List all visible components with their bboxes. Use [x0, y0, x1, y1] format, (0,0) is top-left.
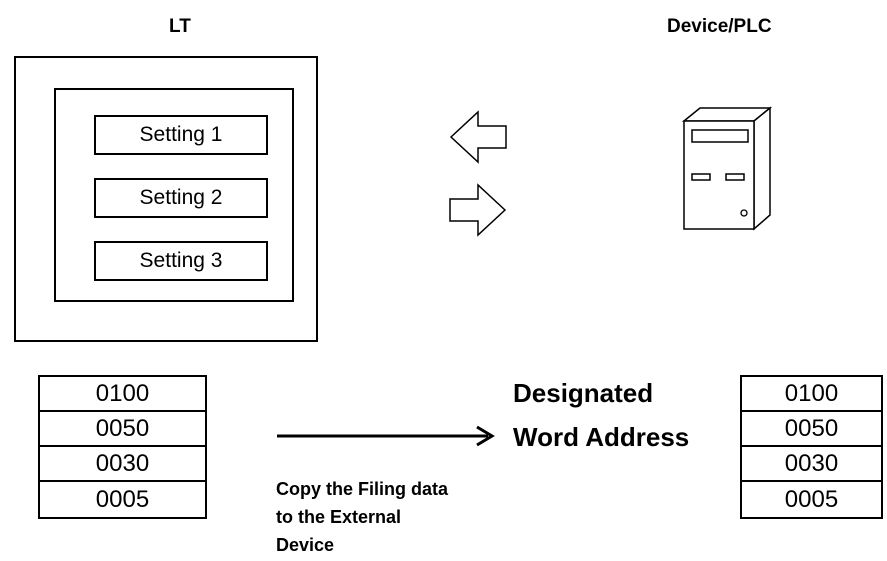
table-cell: 0005 — [784, 485, 839, 513]
table-cell: 0100 — [40, 377, 205, 412]
designated-label: Designated — [513, 378, 654, 408]
caption-line: to the External — [276, 507, 402, 527]
lt-data-table: 0100 0050 0030 0005 — [38, 375, 207, 519]
table-cell: 0100 — [742, 377, 881, 412]
arrow-right-icon — [449, 183, 507, 237]
arrow-left-icon — [449, 110, 507, 164]
table-cell: 0050 — [742, 412, 881, 447]
plc-device-icon — [681, 106, 773, 231]
device-data-table: 0100 0050 0030 0005 — [740, 375, 883, 519]
setting-1-box: Setting 1 — [94, 115, 268, 155]
copy-caption: Copy the Filing data to the External Dev… — [276, 475, 448, 559]
long-right-arrow-icon — [277, 425, 495, 447]
table-cell: 0005 — [95, 485, 150, 513]
setting-3-box: Setting 3 — [94, 241, 268, 281]
table-cell: 0050 — [40, 412, 205, 447]
device-header: Device/PLC — [667, 16, 772, 37]
table-cell: 0030 — [742, 447, 881, 482]
word-address-label: Word Address — [513, 422, 690, 452]
lt-header: LT — [169, 16, 191, 37]
caption-line: Copy the Filing data — [276, 479, 449, 499]
table-cell: 0030 — [40, 447, 205, 482]
setting-2-box: Setting 2 — [94, 178, 268, 218]
caption-line: Device — [276, 535, 335, 555]
